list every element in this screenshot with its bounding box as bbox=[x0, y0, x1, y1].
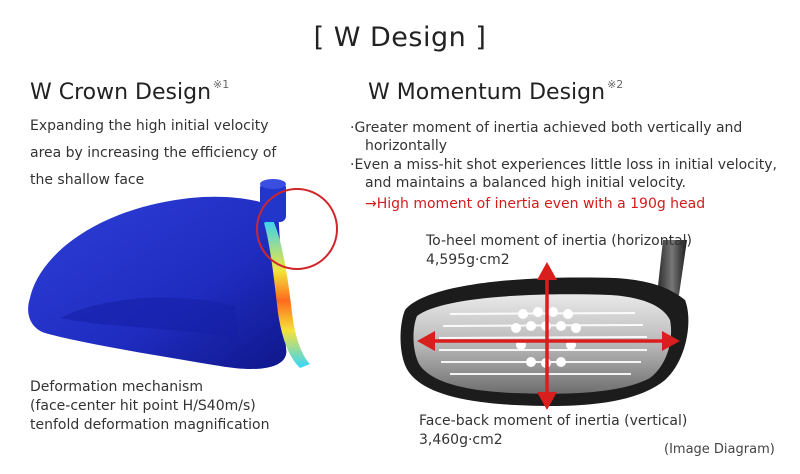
face-stress-band bbox=[264, 218, 310, 368]
crown-design-description: Expanding the high initial velocity area… bbox=[30, 113, 330, 194]
vertical-inertia-label: Face-back moment of inertia (vertical) bbox=[419, 413, 688, 429]
driver-face-image bbox=[400, 240, 689, 410]
momentum-design-note-mark: ※2 bbox=[607, 78, 624, 91]
crown-design-note-mark: ※1 bbox=[213, 78, 230, 91]
crown-description-line: area by increasing the efficiency of bbox=[30, 145, 277, 161]
horizontal-inertia-label: To-heel moment of inertia (horizontal) bbox=[426, 233, 692, 249]
crown-description-line: the shallow face bbox=[30, 172, 145, 188]
crown-design-heading: W Crown Design※1 bbox=[30, 78, 230, 105]
driver-face-plate bbox=[413, 294, 672, 394]
caption-line: (face-center hit point H/S40m/s) bbox=[30, 398, 256, 414]
image-diagram-note: (Image Diagram) bbox=[664, 442, 775, 457]
crown-design-heading-text: W Crown Design bbox=[30, 80, 212, 105]
highlight-statement: →High moment of inertia even with a 190g… bbox=[365, 196, 706, 212]
momentum-bullets: ·Greater moment of inertia achieved both… bbox=[350, 119, 795, 213]
crown-head-body bbox=[28, 196, 287, 369]
moment-arrows bbox=[417, 262, 680, 410]
crown-deformation-image bbox=[28, 179, 338, 369]
deformation-caption: Deformation mechanism (face-center hit p… bbox=[30, 378, 340, 435]
highlight-circle bbox=[256, 188, 338, 270]
caption-line: tenfold deformation magnification bbox=[30, 417, 270, 433]
horizontal-inertia-value: 4,595g·cm2 bbox=[426, 252, 510, 268]
shaft bbox=[657, 240, 687, 295]
crown-inner-shading bbox=[60, 297, 238, 338]
momentum-design-heading-text: W Momentum Design bbox=[368, 80, 606, 105]
caption-line: Deformation mechanism bbox=[30, 379, 203, 395]
vertical-inertia-value: 3,460g·cm2 bbox=[419, 432, 503, 448]
momentum-design-heading: W Momentum Design※2 bbox=[368, 78, 624, 105]
bullet-item: ·Even a miss-hit shot experiences little… bbox=[350, 156, 795, 192]
page-title: [ W Design ] bbox=[313, 22, 487, 53]
bullet-line: horizontally bbox=[365, 138, 448, 154]
face-dots bbox=[511, 307, 581, 368]
bullet-item: ·Greater moment of inertia achieved both… bbox=[350, 119, 795, 155]
bullet-line: ·Greater moment of inertia achieved both… bbox=[350, 120, 743, 136]
crown-description-line: Expanding the high initial velocity bbox=[30, 118, 269, 134]
bullet-line: and maintains a balanced high initial ve… bbox=[365, 175, 686, 191]
bullet-line: ·Even a miss-hit shot experiences little… bbox=[350, 157, 777, 173]
hosel-top bbox=[260, 179, 286, 189]
